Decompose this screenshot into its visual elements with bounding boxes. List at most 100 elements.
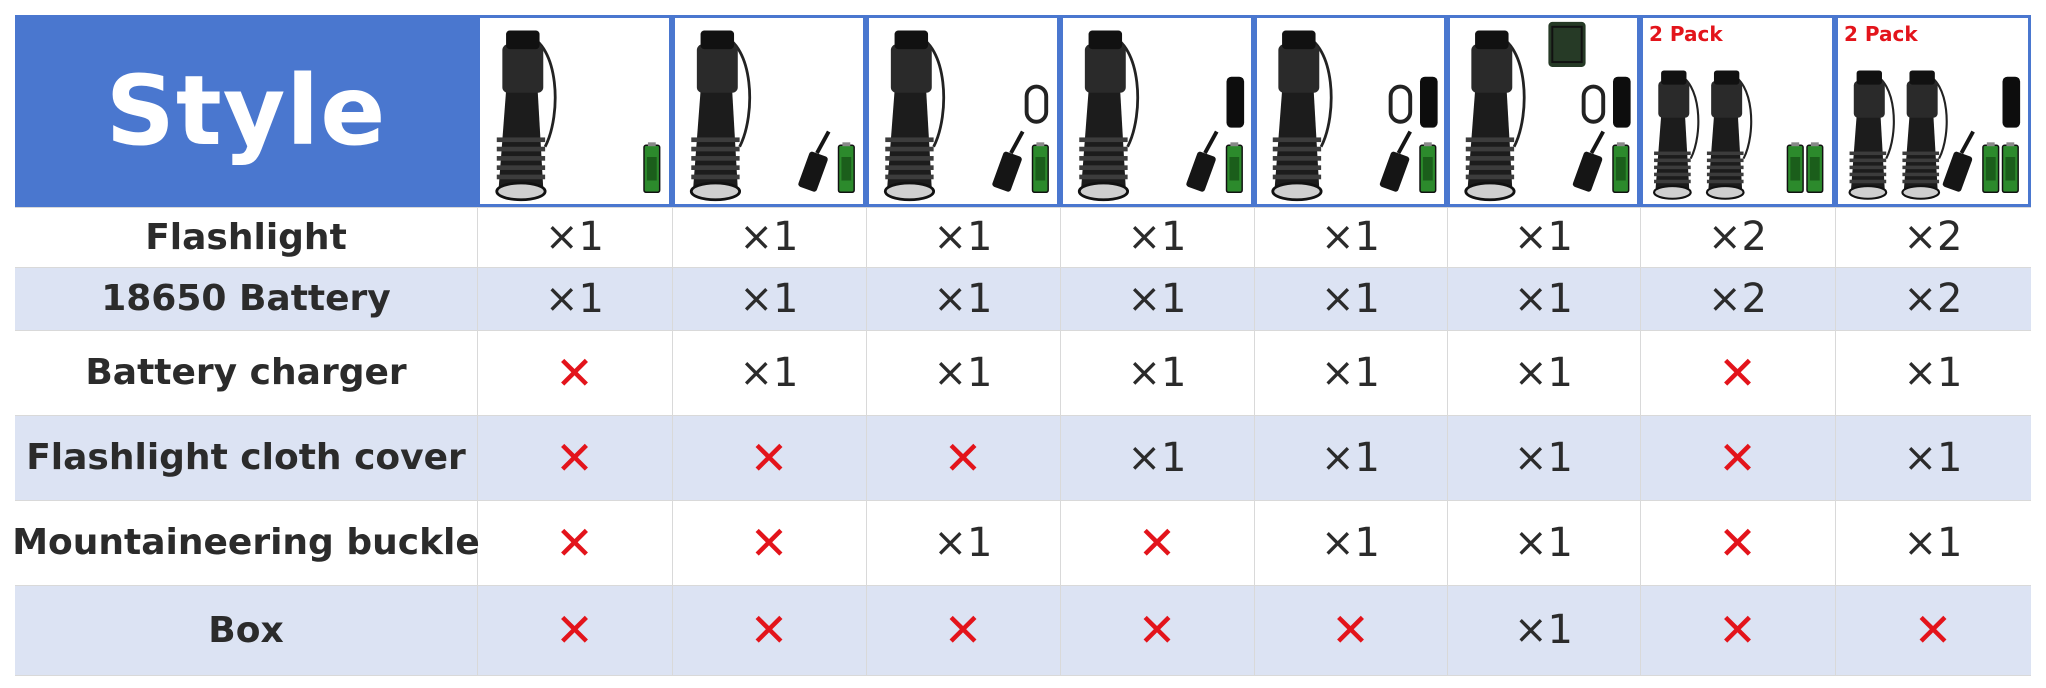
row-label: Battery charger [85,352,407,393]
table-cell: ×1 [1447,585,1640,675]
row-label-cell: Flashlight cloth cover [15,415,477,500]
quantity-value: ×1 [1903,349,1963,396]
table-cell: ×1 [1254,207,1447,267]
quantity-value: ×1 [933,214,993,260]
table-cell: ×2 [1640,267,1835,330]
row-label-cell: Mountaineering buckle [12,500,480,585]
table-cell: ×1 [1254,330,1447,415]
quantity-value: ×1 [1321,275,1380,322]
table-cell: ×1 [1060,330,1254,415]
cloth-cover-icon [1420,76,1438,128]
flashlight-icon [883,30,946,202]
charger-icon [992,130,1025,192]
table-cell: ✕ [866,585,1060,675]
table-cell: ×1 [477,267,672,330]
row-label-cell: Flashlight [15,207,477,267]
table-cell: ✕ [1835,585,2031,675]
flashlight-icon [1464,30,1526,202]
not-included-cross-icon: ✕ [749,515,789,570]
row-label-cell: Box [15,585,477,675]
battery-icon [837,142,855,193]
quantity-value: ×1 [1127,434,1187,481]
table-cell: ✕ [1060,585,1254,675]
table-cell: ×1 [1835,330,2031,415]
variant-image-5[interactable] [1254,15,1447,207]
table-row-background [15,500,2031,585]
quantity-value: ×1 [1903,519,1963,566]
row-divider [15,500,2031,501]
quantity-value: ×1 [739,214,799,260]
not-included-cross-icon: ✕ [1137,603,1177,657]
not-included-cross-icon: ✕ [1913,603,1953,657]
flashlight-icon [689,30,752,202]
table-row-background [15,415,2031,500]
quantity-value: ×1 [1514,607,1573,653]
variant-image-3[interactable] [866,15,1060,207]
quantity-value: ×1 [933,349,993,396]
column-divider [1835,207,1836,675]
battery-icon [1419,142,1437,193]
storage-box-icon [1548,21,1586,67]
table-cell: ×1 [1060,415,1254,500]
row-divider [15,415,2031,416]
variant-image-1[interactable] [477,15,672,207]
not-included-cross-icon: ✕ [943,603,983,657]
quantity-value: ×2 [1903,214,1963,260]
table-cell: ✕ [1640,500,1835,585]
quantity-value: ×1 [1514,434,1573,481]
quantity-value: ×1 [1321,519,1380,566]
table-cell: ×1 [672,330,866,415]
variant-image-2[interactable] [672,15,866,207]
quantity-value: ×1 [1321,214,1380,260]
row-divider [15,675,2031,676]
battery-icon [1982,142,2000,193]
quantity-value: ×1 [1321,349,1380,396]
variant-image-8[interactable]: 2 Pack [1835,15,2031,207]
charger-icon [1572,130,1605,192]
column-divider [1060,207,1061,675]
battery-icon [1612,142,1630,193]
table-cell: ✕ [1640,585,1835,675]
table-cell: ✕ [477,330,672,415]
not-included-cross-icon: ✕ [555,345,594,400]
table-cell: ×1 [866,330,1060,415]
quantity-value: ×1 [739,275,799,322]
flashlight-icon [1848,70,1895,200]
flashlight-icon [1271,30,1333,202]
table-cell: ×2 [1640,207,1835,267]
battery-icon [1225,142,1243,193]
carabiner-icon [1388,84,1413,124]
table-cell: ×1 [866,207,1060,267]
charger-icon [1942,130,1975,192]
table-cell: ×1 [1254,415,1447,500]
table-cell: ×1 [1254,267,1447,330]
charger-icon [1379,130,1412,192]
quantity-value: ×1 [1514,275,1573,322]
variant-image-6[interactable] [1447,15,1640,207]
variant-image-4[interactable] [1060,15,1254,207]
not-included-cross-icon: ✕ [749,430,789,485]
quantity-value: ×1 [1903,434,1963,481]
not-included-cross-icon: ✕ [555,515,594,570]
variant-image-7[interactable]: 2 Pack [1640,15,1835,207]
table-cell: ×1 [672,267,866,330]
row-label: Flashlight [145,216,347,258]
row-divider [15,207,2031,208]
quantity-value: ×1 [933,275,993,322]
quantity-value: ×2 [1708,214,1767,260]
quantity-value: ×1 [1127,349,1187,396]
table-row-background [15,330,2031,415]
column-divider [1254,207,1255,675]
quantity-value: ×1 [1514,519,1573,566]
table-cell: ✕ [1060,500,1254,585]
table-cell: ×1 [477,207,672,267]
table-cell: ×1 [866,267,1060,330]
carabiner-icon [1581,84,1606,124]
flashlight-icon [1705,70,1753,200]
table-row-background [15,267,2031,330]
quantity-value: ×1 [933,519,993,566]
row-divider [15,330,2031,331]
table-cell: ×1 [1060,207,1254,267]
column-divider [1640,207,1641,675]
column-divider [672,207,673,675]
